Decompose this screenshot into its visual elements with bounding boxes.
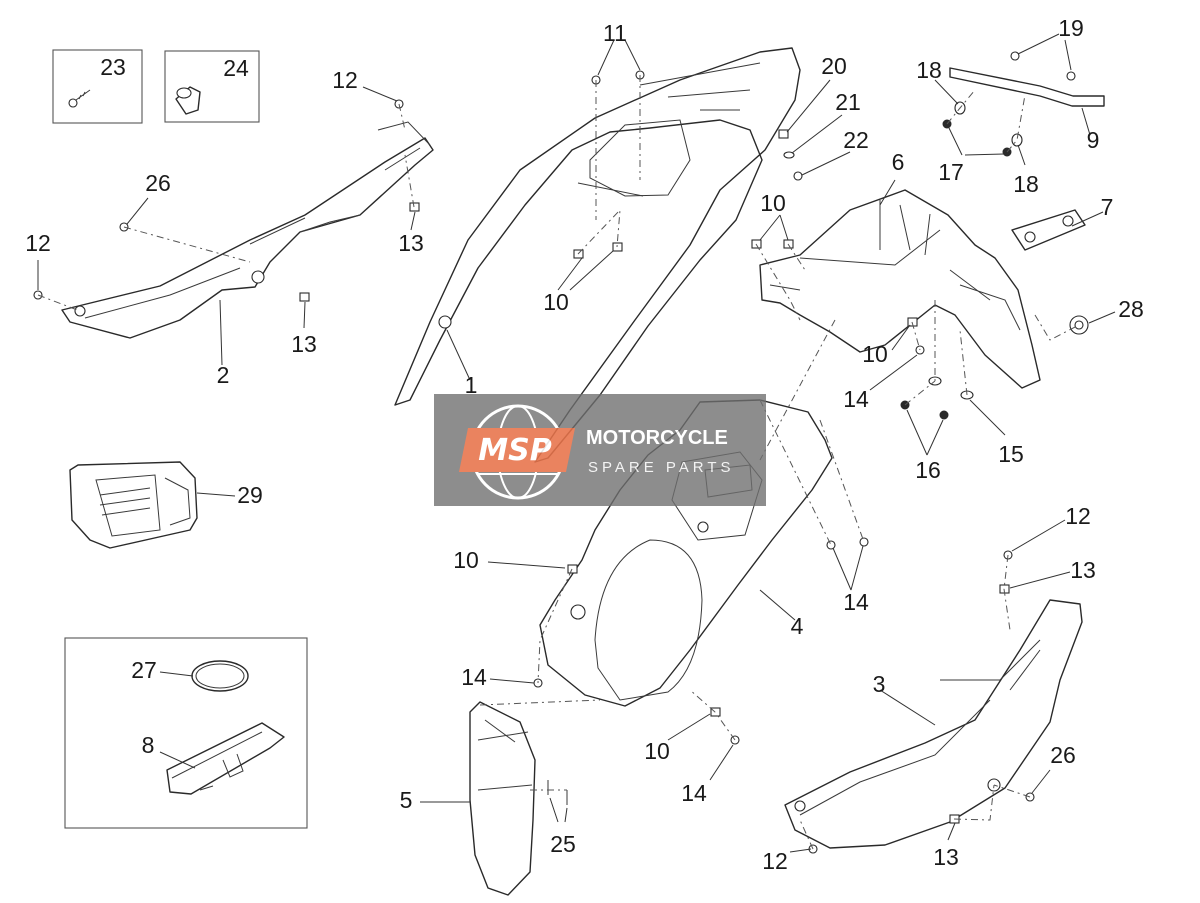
callout-6: 6	[892, 149, 905, 175]
callout-15: 15	[998, 441, 1024, 467]
callout-12-c: 12	[1065, 503, 1091, 529]
clip-20[interactable]	[778, 129, 789, 139]
callout-labels: 1 2 3 4 5 6 7 8 9 10 10 10 10 10 11 12 1…	[25, 15, 1144, 874]
watermark-subtitle: SPARE PARTS	[588, 459, 735, 476]
callout-29: 29	[237, 482, 263, 508]
screw-19a[interactable]	[1010, 51, 1020, 61]
callout-14-a: 14	[843, 386, 869, 412]
callout-14-c: 14	[461, 664, 487, 690]
watermark-title: MOTORCYCLE	[586, 427, 728, 449]
grommet-28[interactable]	[1069, 315, 1089, 335]
callout-1: 1	[465, 372, 478, 398]
callout-21: 21	[835, 89, 861, 115]
callout-20: 20	[821, 53, 847, 79]
callout-18-a: 18	[916, 57, 942, 83]
callout-24: 24	[223, 55, 249, 81]
callout-25: 25	[550, 831, 576, 857]
callout-12-d: 12	[762, 848, 788, 874]
callout-8: 8	[142, 732, 155, 758]
assembly-lines	[37, 75, 1080, 850]
callout-19: 19	[1058, 15, 1084, 41]
callout-10-c: 10	[862, 341, 888, 367]
callout-26-a: 26	[145, 170, 171, 196]
watermark: MSP MOTORCYCLE SPARE PARTS	[434, 394, 766, 506]
callout-5: 5	[400, 787, 413, 813]
callout-13-d: 13	[933, 844, 959, 870]
callout-13-b: 13	[291, 331, 317, 357]
kit-box-24	[164, 50, 260, 123]
callout-4: 4	[791, 613, 804, 639]
callout-3: 3	[873, 671, 886, 697]
callout-10-a: 10	[543, 289, 569, 315]
callout-13-c: 13	[1070, 557, 1096, 583]
side-panel-left-2[interactable]	[61, 121, 434, 339]
o-ring-27[interactable]	[191, 660, 249, 692]
callout-16: 16	[915, 457, 941, 483]
tool-kit-29[interactable]	[69, 461, 198, 549]
callout-14-b: 14	[843, 589, 869, 615]
callout-10-e: 10	[644, 738, 670, 764]
callout-18-b: 18	[1013, 171, 1039, 197]
side-panel-right-3[interactable]	[784, 599, 1083, 849]
leader-lines	[37, 33, 1116, 853]
mud-flap-5[interactable]	[469, 701, 536, 896]
callout-14-d: 14	[681, 780, 707, 806]
callout-23: 23	[100, 54, 126, 80]
callout-17: 17	[938, 159, 964, 185]
callout-2: 2	[217, 362, 230, 388]
clip-10f[interactable]	[567, 564, 578, 574]
clip-13b[interactable]	[299, 292, 310, 302]
screw-22[interactable]	[793, 171, 803, 181]
screw-19b[interactable]	[1066, 71, 1076, 81]
callout-9: 9	[1087, 127, 1100, 153]
battery-holder-8[interactable]	[166, 722, 285, 795]
clip-13a[interactable]	[409, 202, 420, 212]
callout-11: 11	[603, 20, 627, 46]
kit-box-23	[52, 49, 143, 124]
reflector-7[interactable]	[1011, 209, 1086, 251]
callout-10-b: 10	[760, 190, 786, 216]
license-support-6[interactable]	[759, 189, 1041, 389]
callout-22: 22	[843, 127, 869, 153]
washer-21[interactable]	[783, 151, 795, 159]
callout-28: 28	[1118, 296, 1144, 322]
callout-10-d: 10	[453, 547, 479, 573]
nut-16b[interactable]	[939, 410, 949, 420]
clamp-24[interactable]	[175, 86, 201, 115]
callout-7: 7	[1101, 194, 1114, 220]
washer-18b[interactable]	[1011, 133, 1023, 147]
screw-23[interactable]	[68, 89, 91, 108]
callout-12-b: 12	[25, 230, 51, 256]
callout-26-b: 26	[1050, 742, 1076, 768]
callout-27: 27	[131, 657, 157, 683]
kit-box-27-8	[64, 637, 308, 829]
plate-bracket-9[interactable]	[949, 67, 1105, 107]
callout-12-a: 12	[332, 67, 358, 93]
watermark-logo-shape	[459, 428, 575, 472]
watermark-logo: MSP	[478, 433, 551, 468]
callout-13-a: 13	[398, 230, 424, 256]
screw-14b[interactable]	[826, 540, 836, 550]
screw-14c[interactable]	[859, 537, 869, 547]
